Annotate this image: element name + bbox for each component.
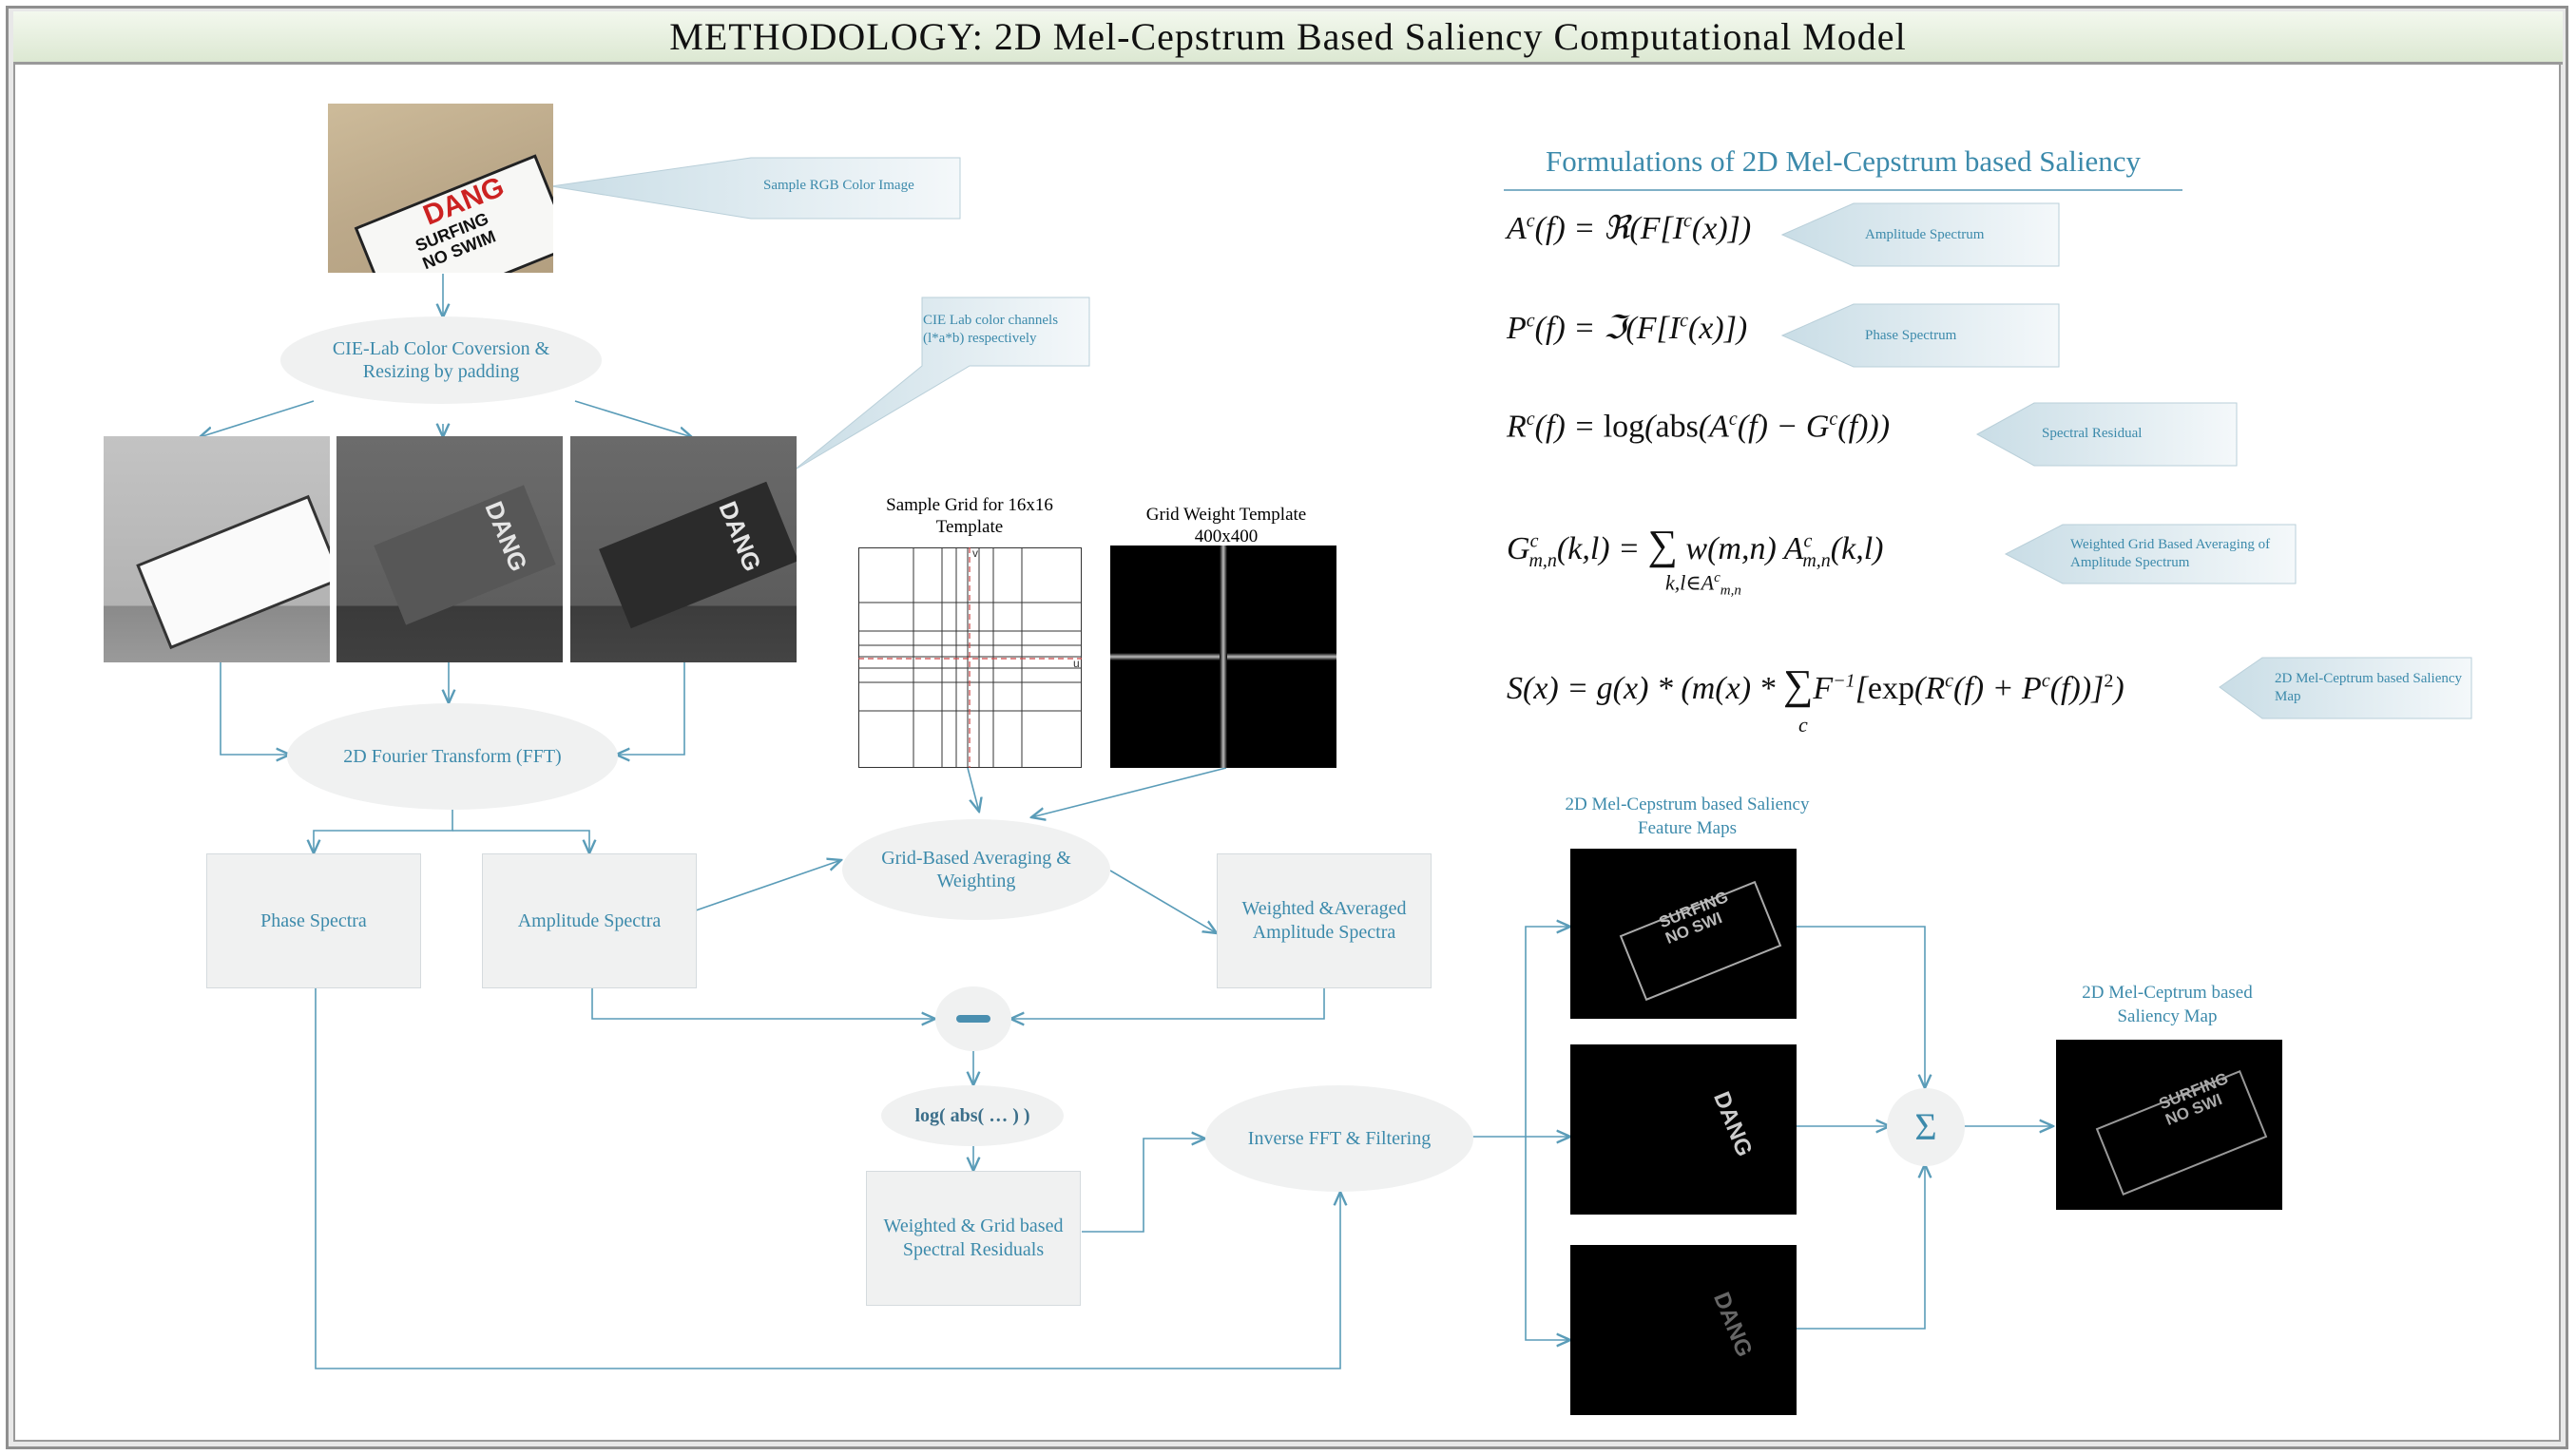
equation-weighted-grid: Gcm,n(k,l) = ∑ w(m,n) Acm,n(k,l) bbox=[1507, 522, 1884, 571]
phase-spectra-box: Phase Spectra bbox=[206, 853, 421, 988]
equation-residual: Rc(f) = log(abs(Ac(f) − Gc(f))) bbox=[1507, 409, 1891, 445]
lab-conversion-node: CIE-Lab Color Coversion & Resizing by pa… bbox=[280, 316, 602, 404]
eq-label-residual: Spectral Residual bbox=[2042, 426, 2143, 441]
channel-b-image: DANG bbox=[570, 436, 797, 662]
sample-grid-template: u v bbox=[858, 547, 1082, 768]
sample-rgb-image: DANG SURFING NO SWIM bbox=[328, 104, 553, 273]
equation-weighted-grid-subscript: k,l∈Acm,n bbox=[1665, 570, 1741, 599]
fft-node: 2D Fourier Transform (FFT) bbox=[287, 703, 618, 810]
spectral-residuals-box: Weighted & Grid based Spectral Residuals bbox=[866, 1171, 1081, 1306]
weighted-amplitude-box: Weighted &Averaged Amplitude Spectra bbox=[1217, 853, 1432, 988]
eq-label-amplitude: Amplitude Spectrum bbox=[1865, 227, 1985, 242]
lab-conversion-label: CIE-Lab Color Coversion & Resizing by pa… bbox=[332, 338, 550, 382]
callout-sample-image: Sample RGB Color Image bbox=[763, 178, 914, 193]
channel-l-image bbox=[104, 436, 330, 662]
sigma-icon: Σ bbox=[1914, 1105, 1937, 1148]
grid-axis-u: u bbox=[1073, 657, 1080, 670]
amplitude-spectra-box: Amplitude Spectra bbox=[482, 853, 697, 988]
formulations-heading: Formulations of 2D Mel-Cepstrum based Sa… bbox=[1546, 144, 2141, 178]
title-bar: METHODOLOGY: 2D Mel-Cepstrum Based Salie… bbox=[13, 11, 2563, 65]
saliency-map-title: 2D Mel-Ceptrum based Saliency Map bbox=[2082, 983, 2253, 1026]
eq-label-weighted: Weighted Grid Based Averaging of Amplitu… bbox=[2070, 537, 2271, 570]
spectral-residuals-label: Weighted & Grid based Spectral Residuals bbox=[883, 1216, 1064, 1260]
equation-saliency: S(x) = g(x) * (m(x) * ∑F−1[exp(Rc(f) + P… bbox=[1507, 661, 2124, 708]
page-frame bbox=[6, 6, 2568, 1449]
eq-label-phase: Phase Spectrum bbox=[1865, 328, 1957, 343]
weighted-amplitude-label: Weighted &Averaged Amplitude Spectra bbox=[1241, 898, 1407, 943]
subtract-node bbox=[935, 986, 1011, 1051]
feature-map-2: DANG bbox=[1570, 1044, 1797, 1215]
sum-node: Σ bbox=[1887, 1088, 1965, 1166]
minus-icon bbox=[956, 1015, 990, 1023]
grid-sample-title: Sample Grid for 16x16 Template bbox=[886, 495, 1053, 537]
callout-lab-channels: CIE Lab color channels (l*a*b) respectiv… bbox=[923, 313, 1059, 346]
grid-averaging-label: Grid-Based Averaging & Weighting bbox=[881, 848, 1071, 891]
channel-a-image: DANG bbox=[336, 436, 563, 662]
eq-label-saliency: 2D Mel-Ceptrum based Saliency Map bbox=[2275, 671, 2463, 704]
grid-axis-v: v bbox=[972, 547, 978, 560]
grid-averaging-node: Grid-Based Averaging & Weighting bbox=[842, 819, 1110, 920]
equation-phase: Pc(f) = ℑ(F[Ic(x)]) bbox=[1507, 310, 1748, 346]
feature-map-3: DANG bbox=[1570, 1245, 1797, 1415]
grid-weight-title: Grid Weight Template 400x400 bbox=[1145, 505, 1307, 546]
equation-amplitude: Ac(f) = ℜ(F[Ic(x)]) bbox=[1507, 210, 1752, 246]
inverse-fft-node: Inverse FFT & Filtering bbox=[1205, 1085, 1473, 1192]
log-abs-node: log( abs( … ) ) bbox=[881, 1085, 1064, 1146]
grid-weight-template bbox=[1110, 546, 1336, 768]
page-title: METHODOLOGY: 2D Mel-Cepstrum Based Salie… bbox=[669, 15, 1907, 58]
equation-saliency-subscript: c bbox=[1798, 713, 1808, 737]
feature-maps-title: 2D Mel-Cepstrum based Saliency Feature M… bbox=[1565, 795, 1810, 838]
